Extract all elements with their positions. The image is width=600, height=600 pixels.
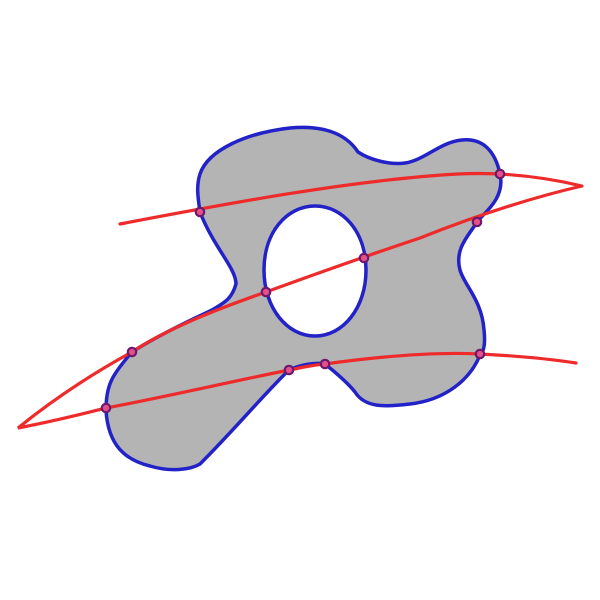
intersection-point xyxy=(283,364,295,376)
intersection-point xyxy=(100,402,112,414)
intersection-point xyxy=(358,252,370,264)
intersection-point xyxy=(260,286,272,298)
region-with-hole xyxy=(104,125,503,472)
intersection-point xyxy=(319,358,331,370)
curve-loop xyxy=(16,184,583,430)
intersection-markers xyxy=(100,168,506,414)
intersection-point xyxy=(471,216,483,228)
intersection-point xyxy=(194,206,206,218)
intersection-point xyxy=(494,168,506,180)
intersection-point xyxy=(474,348,486,360)
intersection-point xyxy=(126,346,138,358)
